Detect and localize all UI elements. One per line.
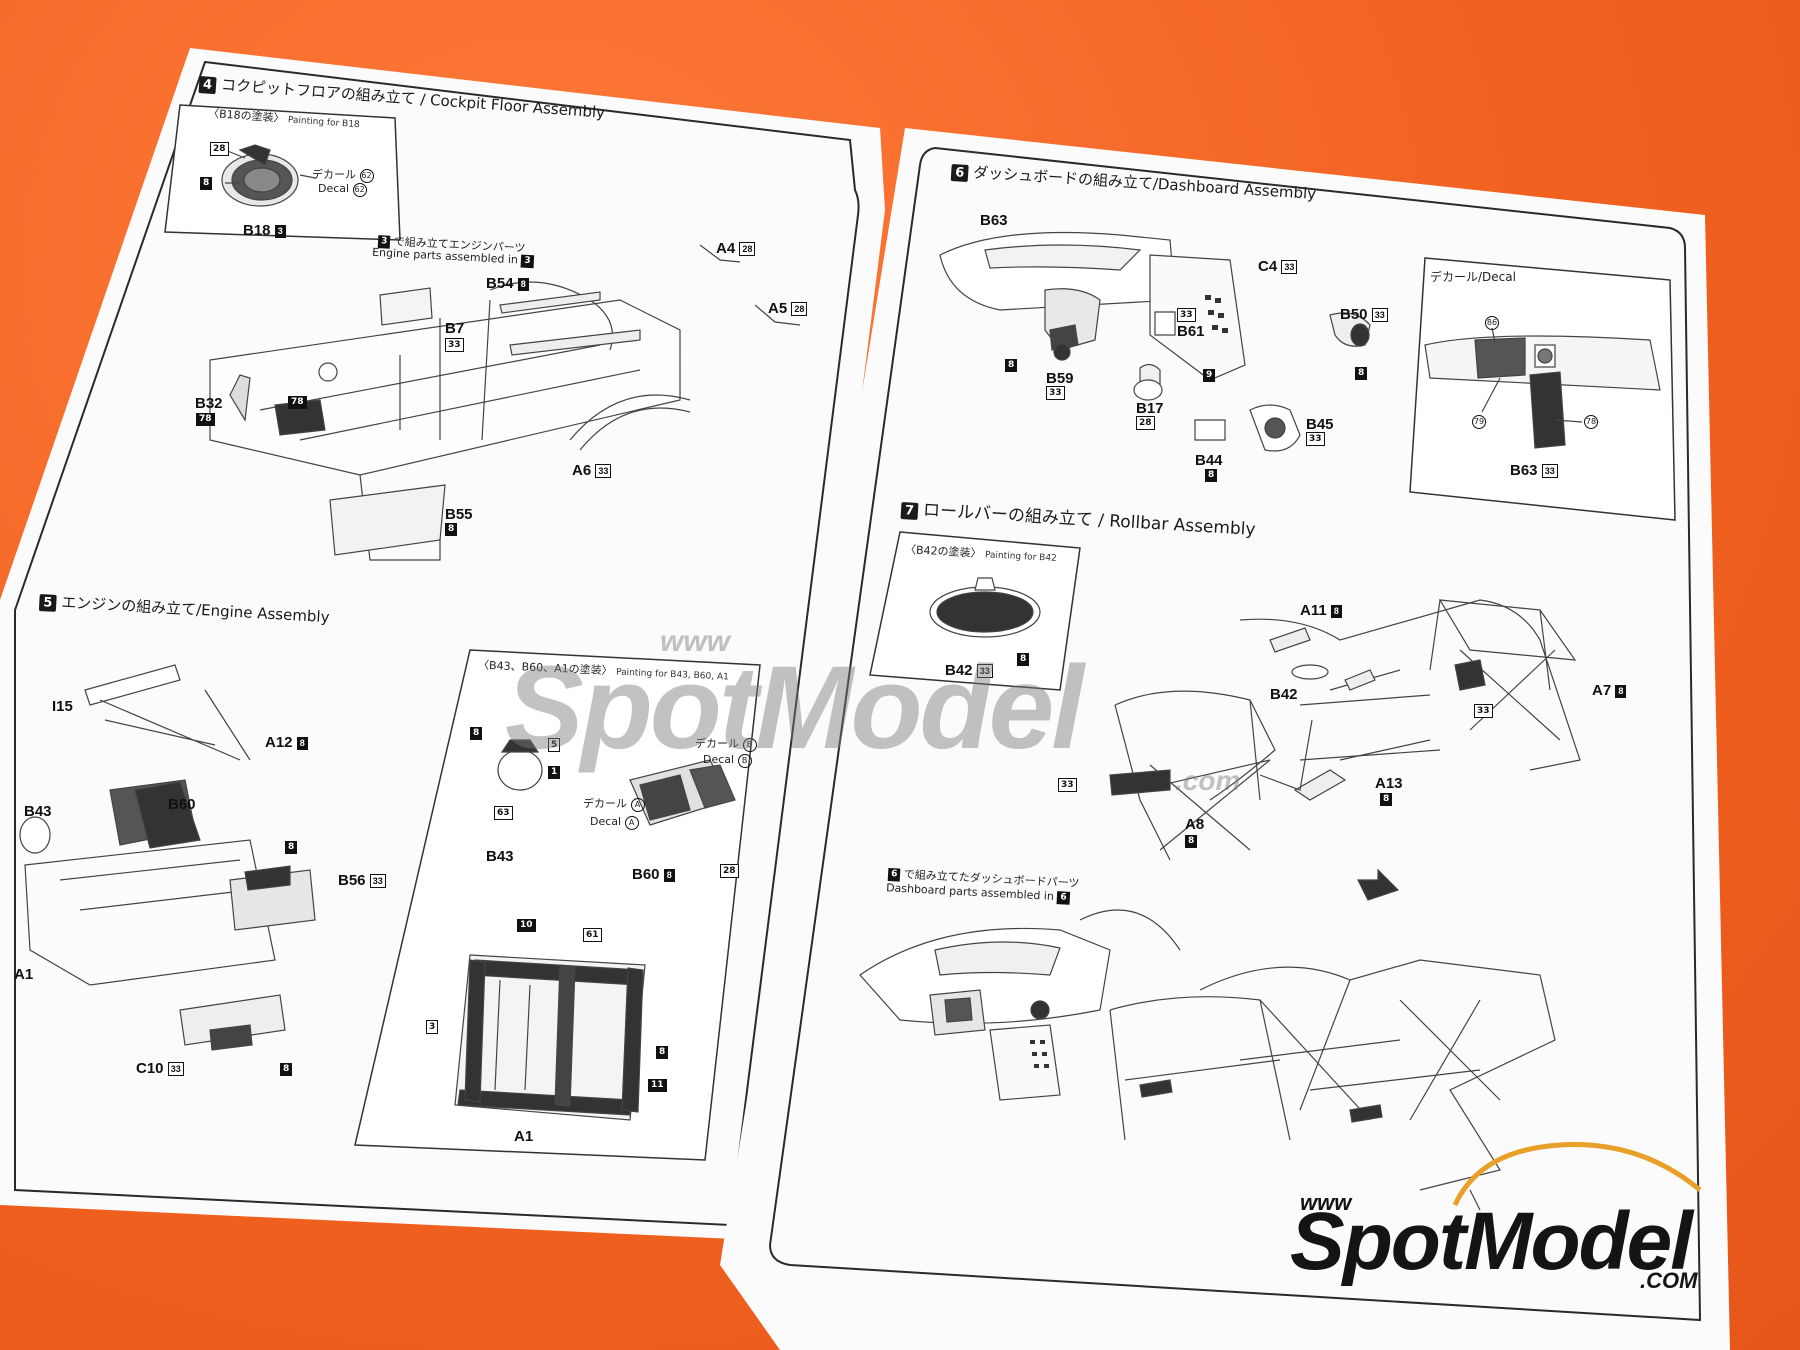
rollbar-color-33a: 33 — [1474, 704, 1493, 718]
part-b56-label: B56 33 — [338, 872, 386, 889]
part-color-8-a: 8 — [1005, 358, 1018, 372]
sub-color-63: 63 — [494, 806, 513, 820]
part-b32-color: 78 — [196, 412, 215, 426]
part-b54-label: B54 8 — [486, 275, 529, 292]
part-b7-label: B7 — [445, 320, 465, 337]
sub-b60-label: B60 8 — [632, 866, 675, 883]
part-a1-label: A1 — [14, 966, 34, 983]
part-color-78: 78 — [288, 395, 307, 409]
decal-a-en: Decal A — [590, 815, 639, 830]
part-color-8-engine: 8 — [285, 840, 298, 854]
part-a11-label: A11 8 — [1300, 602, 1342, 619]
step-5-number: 5 — [38, 593, 57, 612]
sub-color-1: 1 — [548, 765, 561, 779]
part-b55-label: B55 — [445, 506, 473, 523]
part-a6-label: A6 33 — [572, 462, 612, 479]
part-color-8-c10: 8 — [280, 1062, 293, 1076]
part-a13-label: A13 — [1375, 775, 1403, 792]
decal-a-jp: デカール A — [583, 795, 645, 812]
part-a8-color: 8 — [1185, 834, 1198, 848]
part-a5-label: A5 28 — [768, 300, 808, 317]
part-b43-label: B43 — [24, 803, 52, 820]
decal-b-jp: デカール B — [695, 735, 757, 752]
b18-decal-label: デカール 62 — [312, 168, 374, 183]
part-b45-color: 33 — [1306, 432, 1325, 446]
step-7-number: 7 — [900, 501, 919, 520]
sub-color-8b: 8 — [656, 1045, 669, 1059]
watermark-www: www — [660, 625, 731, 658]
sub-color-8: 8 — [470, 726, 483, 740]
step-4-number: 4 — [198, 75, 217, 95]
part-color-9: 9 — [1203, 368, 1216, 382]
sub-color-5: 5 — [548, 738, 561, 752]
part-b18-label: B18 3 — [243, 222, 286, 239]
b18-decal-en: Decal 62 — [318, 182, 367, 197]
spotmodel-logo: SpotModel — [1290, 1196, 1693, 1287]
part-c4-label: C4 33 — [1258, 258, 1298, 275]
part-color-33-b61: 33 — [1177, 308, 1196, 322]
part-b17-color: 28 — [1136, 416, 1155, 430]
part-c10-label: C10 33 — [136, 1060, 184, 1077]
decal-78: 78 — [1584, 414, 1598, 429]
part-b63-label: B63 — [980, 212, 1008, 229]
decal-b-en: Decal B — [703, 753, 752, 768]
part-a4-label: A4 28 — [716, 240, 756, 257]
decal-79: 79 — [1472, 414, 1486, 429]
sub-color-11: 11 — [648, 1078, 667, 1092]
part-a7-label: A7 8 — [1592, 682, 1627, 699]
part-color-8-b: 8 — [1355, 366, 1368, 380]
part-i15-label: I15 — [52, 698, 73, 715]
part-b32-label: B32 — [195, 395, 223, 412]
part-b50-label: B50 33 — [1340, 306, 1388, 323]
part-b59-label: B59 — [1046, 370, 1074, 387]
sub-color-61: 61 — [583, 928, 602, 942]
part-b42-label: B42 — [1270, 686, 1298, 703]
decal-panel-title: デカール/Decal — [1430, 270, 1516, 284]
part-b59-color: 33 — [1046, 386, 1065, 400]
left-page-line-art — [14, 60, 860, 1227]
part-b60-label: B60 — [168, 796, 196, 813]
b18-color-8: 8 — [200, 176, 213, 190]
decal-b63-label: B63 33 — [1510, 462, 1558, 479]
watermark-com: .com — [1175, 765, 1241, 796]
sub-b43-label: B43 — [486, 848, 514, 865]
decal-86: 86 — [1485, 315, 1499, 330]
b42-panel-label: B42 33 — [945, 662, 993, 679]
part-b17-label: B17 — [1136, 400, 1164, 417]
logo-com: .COM — [1640, 1268, 1698, 1293]
part-a13-color: 8 — [1380, 792, 1393, 806]
rollbar-color-33b: 33 — [1058, 778, 1077, 792]
b42-color-8: 8 — [1017, 652, 1030, 666]
part-a12-label: A12 8 — [265, 734, 308, 751]
sub-color-3: 3 — [426, 1020, 439, 1034]
part-b55-color: 8 — [445, 522, 458, 536]
part-b45-label: B45 — [1306, 416, 1334, 433]
sub-color-10: 10 — [517, 918, 536, 932]
sub-color-28: 28 — [720, 864, 739, 878]
part-b44-color: 8 — [1205, 468, 1218, 482]
step-6-number: 6 — [950, 163, 969, 183]
b18-color-28: 28 — [210, 142, 229, 156]
part-a8-label: A8 — [1185, 816, 1205, 833]
part-b7-color: 33 — [445, 338, 464, 352]
logo-www: www — [1300, 1190, 1352, 1215]
watermark-brand: SpotModel — [505, 642, 1084, 774]
part-b61-label: B61 — [1177, 323, 1205, 340]
sub-a1-label: A1 — [514, 1128, 534, 1145]
part-b44-label: B44 — [1195, 452, 1223, 469]
